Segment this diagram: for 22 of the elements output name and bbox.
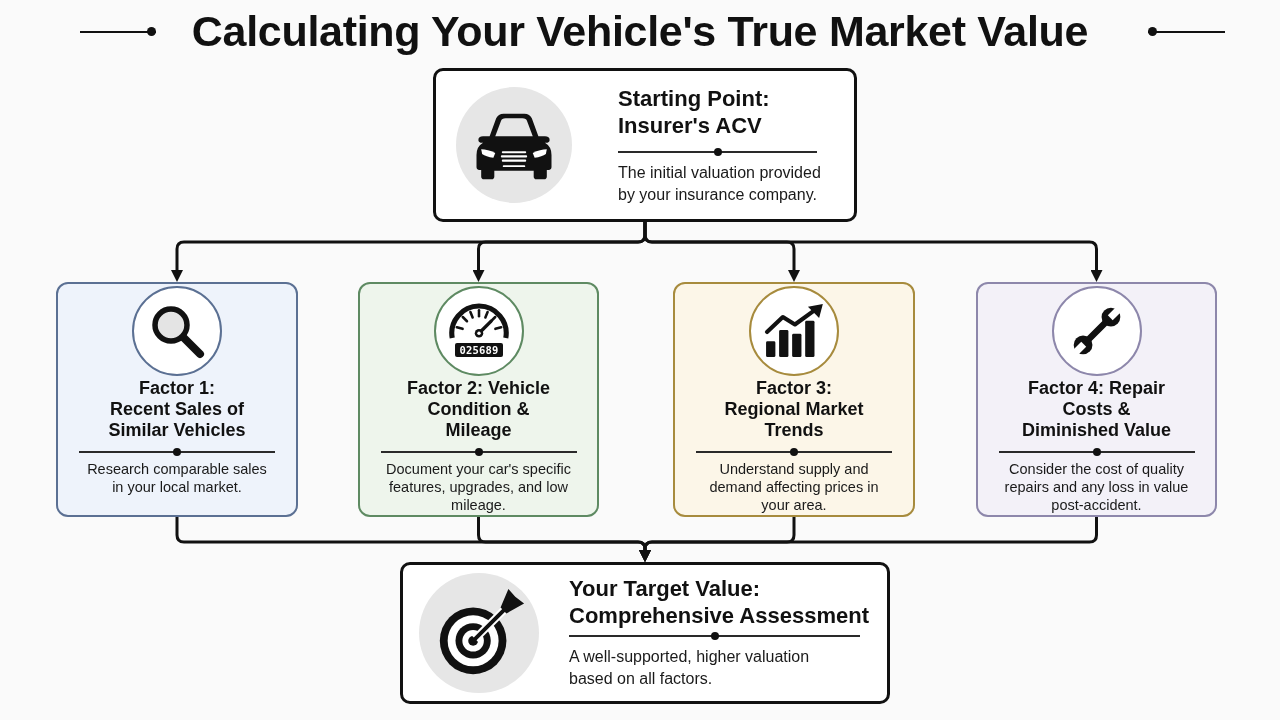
start-box <box>433 68 857 222</box>
description: Understand supply and demand affecting prices in your area. <box>709 460 879 514</box>
factor-card <box>358 282 599 517</box>
heading: Starting Point: Insurer's ACV <box>618 85 771 139</box>
arrow <box>639 517 1098 562</box>
heading: Factor 1: Recent Sales of Similar Vehicles <box>107 378 247 441</box>
factor-card <box>56 282 298 517</box>
title: Calculating Your Vehicle's True Market Value <box>191 6 1089 56</box>
factor-card <box>976 282 1217 517</box>
heading: Factor 4: Repair Costs & Diminished Value <box>1020 378 1172 441</box>
result-box <box>400 562 890 704</box>
odometer-display: 025689 <box>455 343 503 357</box>
description: The initial valuation provided by your insurance company. <box>618 163 822 205</box>
heading: Factor 2: Vehicle Condition & Mileage <box>405 378 552 441</box>
description: Research comparable sales in your local market. <box>86 460 268 496</box>
arrow <box>643 222 1103 282</box>
description: A well-supported, higher valuation based on all factors. <box>569 647 811 689</box>
heading: Your Target Value: Comprehensive Assessment <box>569 575 870 629</box>
factor-card <box>673 282 915 517</box>
description: Document your car's specific features, upgrades, and low mileage. <box>385 460 572 514</box>
heading: Factor 3: Regional Market Trends <box>723 378 865 441</box>
description: Consider the cost of quality repairs and any loss in value post-accident. <box>1003 460 1190 514</box>
